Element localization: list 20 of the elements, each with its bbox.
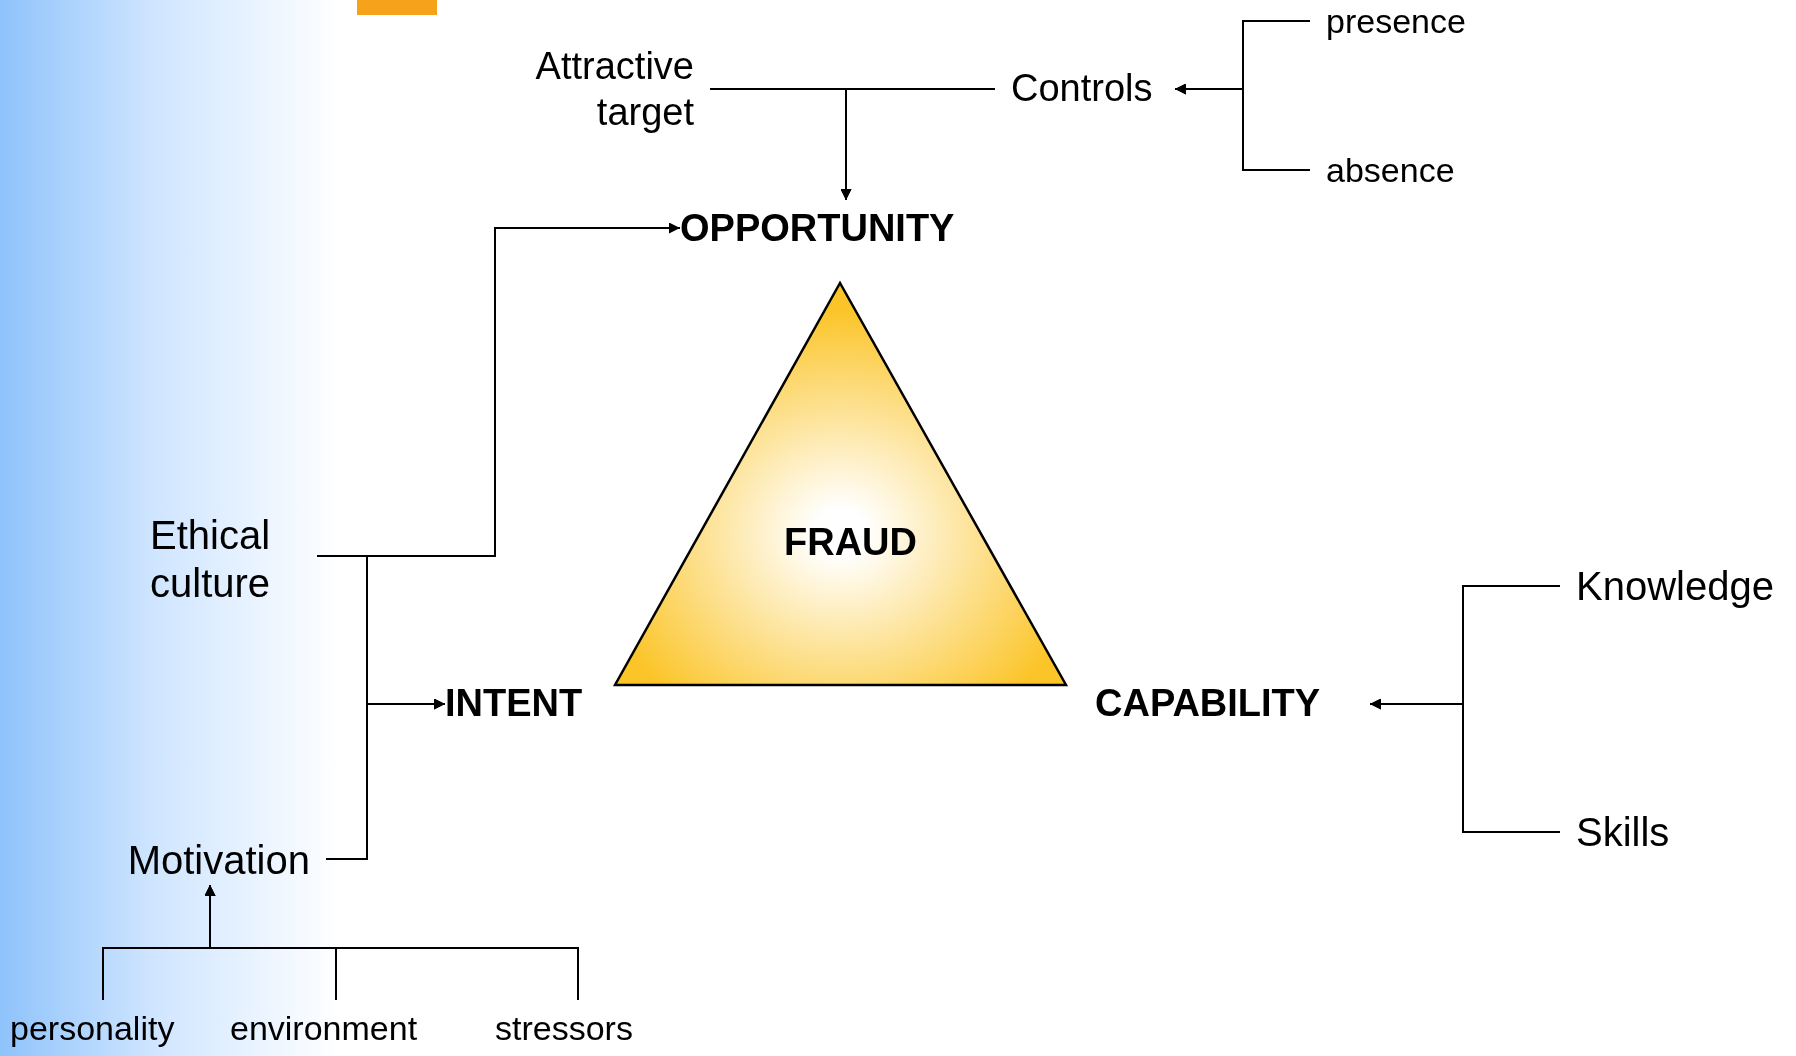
category-label: OPPORTUNITY: [680, 206, 955, 252]
factor-label: personality: [10, 1007, 175, 1049]
factor-label: Knowledge: [1576, 563, 1774, 610]
factor-label: absence: [1326, 149, 1455, 191]
factor-label: environment: [230, 1007, 418, 1049]
factor-label: stressors: [495, 1007, 633, 1049]
category-label: INTENT: [445, 681, 583, 727]
factor-label: Attractive target: [534, 44, 694, 135]
connector-arrow: [1369, 698, 1561, 833]
factor-label: Motivation: [127, 837, 310, 884]
factor-label: Controls: [1011, 66, 1153, 112]
factor-label: Ethical culture: [150, 511, 272, 607]
factor-label: presence: [1326, 0, 1466, 42]
category-label: CAPABILITY: [1095, 681, 1321, 727]
connector-arrow: [840, 88, 996, 201]
connector-arrow: [204, 884, 579, 1001]
connector-arrow: [1174, 83, 1311, 171]
center-label: FRAUD: [784, 520, 917, 565]
connector-arrow: [325, 698, 446, 860]
factor-label: Skills: [1576, 809, 1670, 856]
